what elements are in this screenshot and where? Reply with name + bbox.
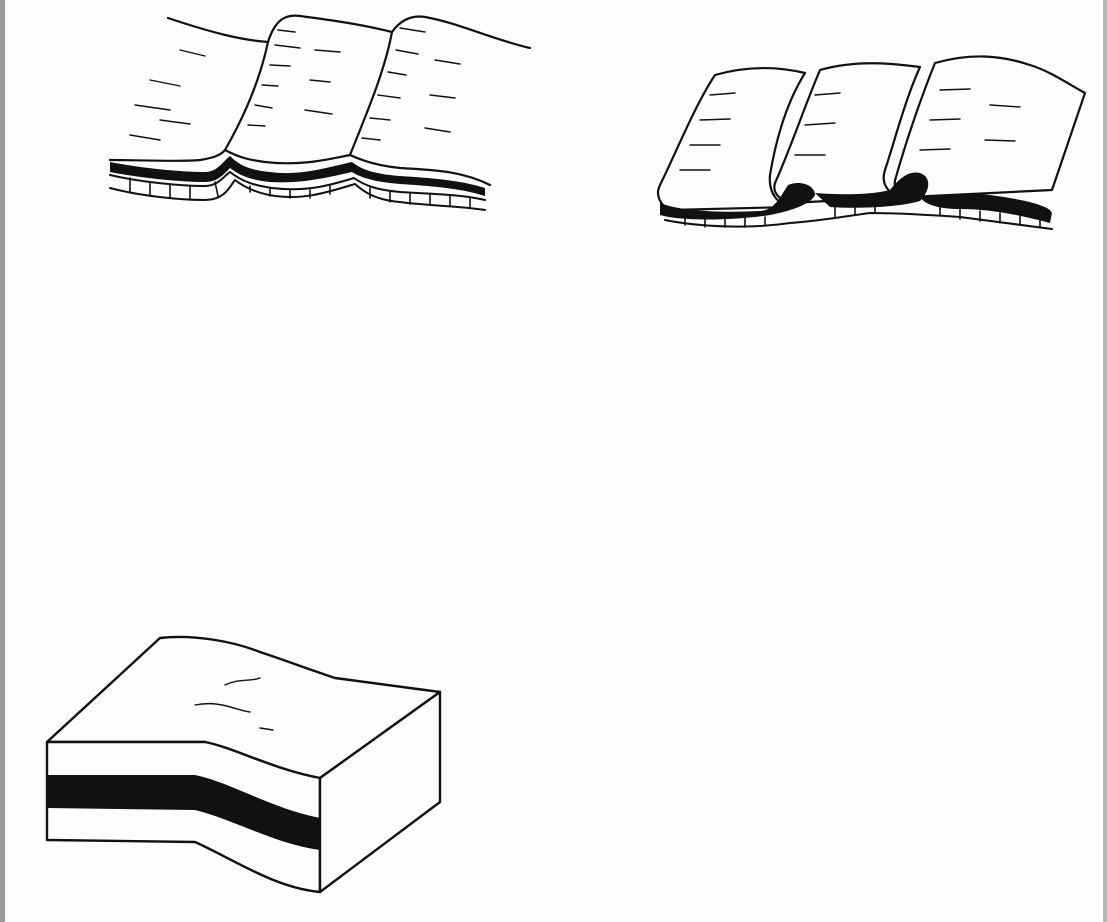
- fold-block-diagram-gentle: [100, 10, 540, 230]
- monocline-block-diagram: [35, 630, 450, 895]
- monocline-illustration: [35, 630, 450, 895]
- ridge-front-1: [225, 42, 268, 150]
- frame-edge-right: [1103, 0, 1107, 922]
- ridge-front-2: [350, 32, 392, 155]
- frame-edge-left: [0, 0, 5, 922]
- top-surface-edge: [168, 16, 530, 48]
- gentle-fold-illustration: [100, 10, 540, 230]
- overturned-fold-illustration: [640, 45, 1095, 235]
- fold-block-diagram-overturned: [640, 45, 1095, 235]
- left-slope-edge: [110, 150, 225, 161]
- ridge-hatching: [130, 28, 460, 140]
